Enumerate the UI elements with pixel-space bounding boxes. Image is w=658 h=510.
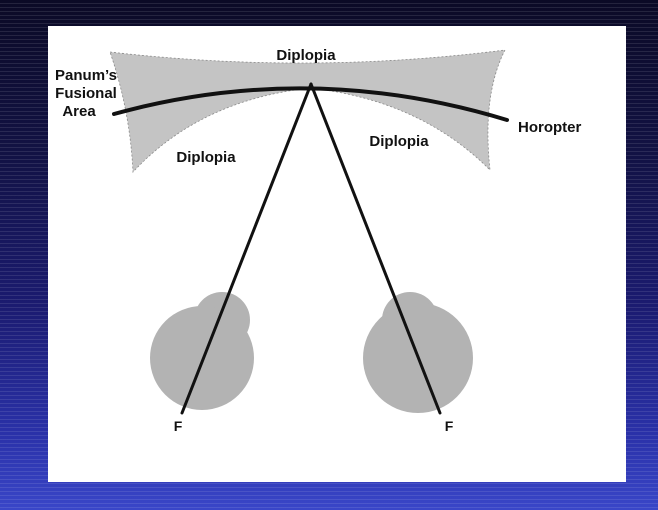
panums-label-line3: Area bbox=[62, 103, 96, 120]
panums-label-line1: Panum’s bbox=[55, 67, 117, 84]
diplopia-top-label: Diplopia bbox=[276, 47, 336, 64]
panums-label-line2: Fusional bbox=[55, 85, 117, 102]
diplopia-left-label: Diplopia bbox=[176, 149, 236, 166]
fovea-left-label: F bbox=[174, 418, 183, 434]
right-eye bbox=[363, 292, 473, 413]
diplopia-right-label: Diplopia bbox=[369, 133, 429, 150]
fovea-right-label: F bbox=[445, 418, 454, 434]
panums-fusional-area bbox=[110, 50, 505, 172]
left-eye bbox=[150, 292, 254, 410]
horopter-label: Horopter bbox=[518, 119, 581, 136]
